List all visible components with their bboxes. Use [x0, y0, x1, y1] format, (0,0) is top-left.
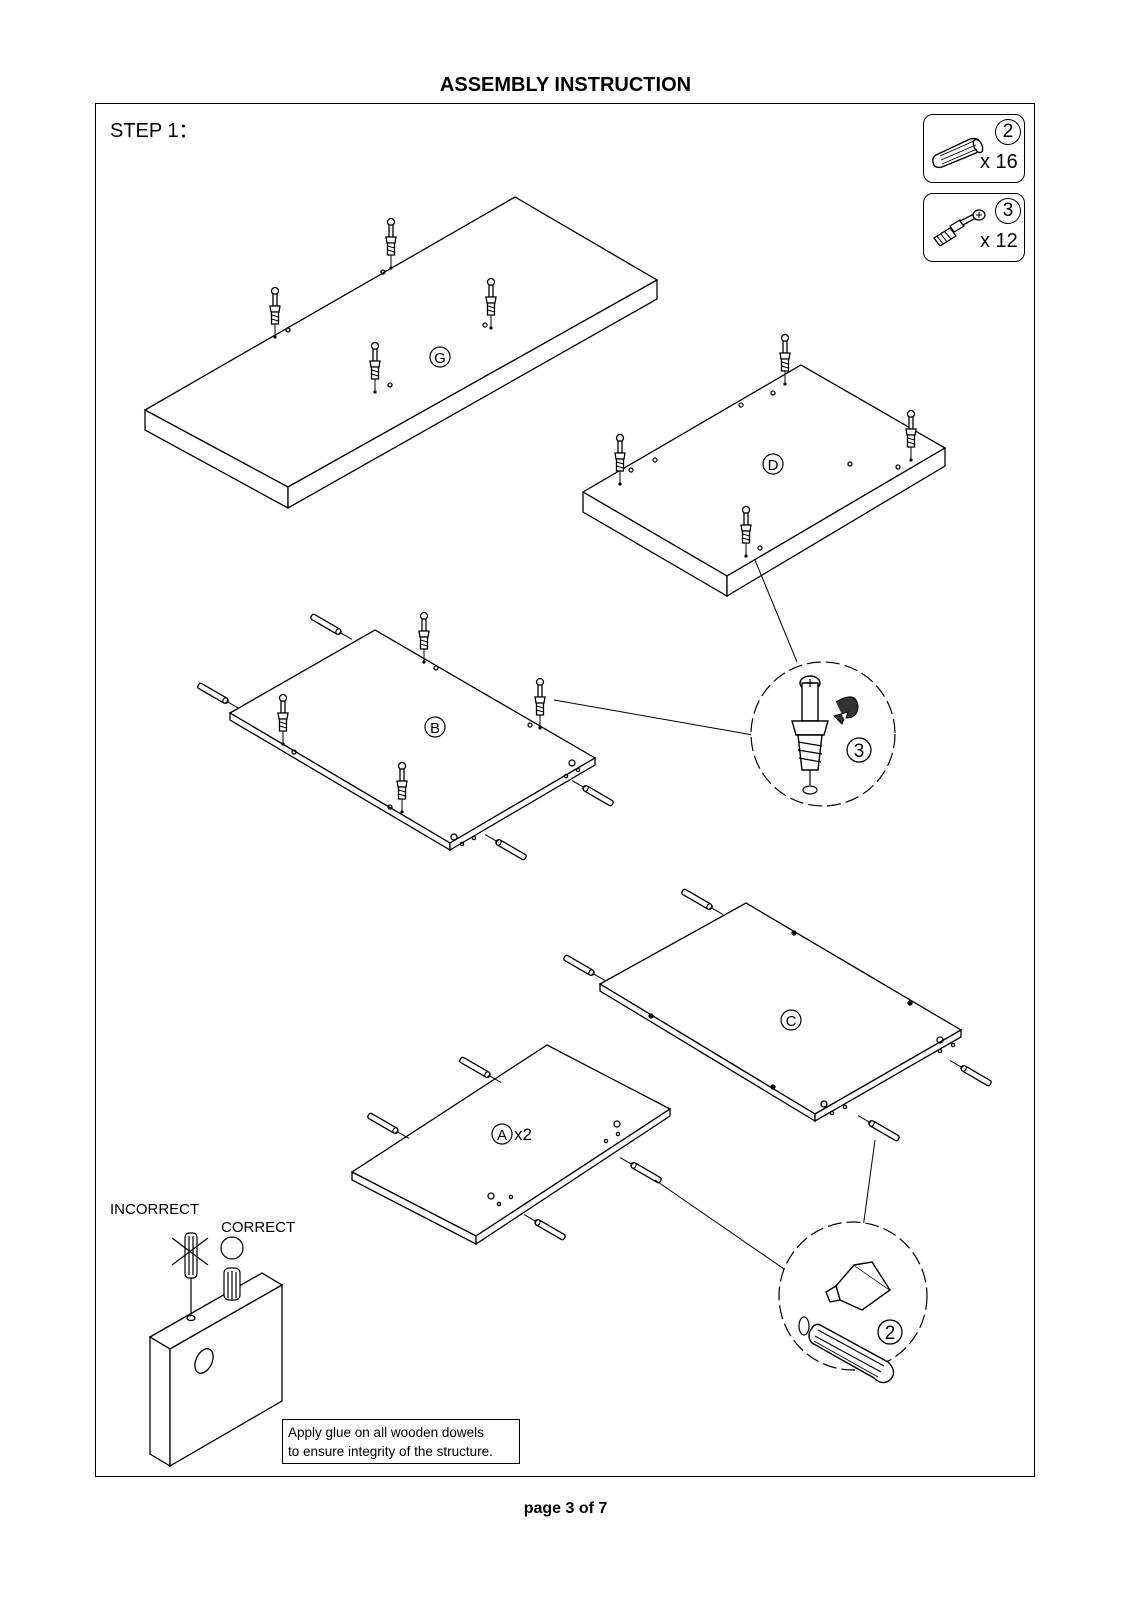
svg-text:A: A	[497, 1127, 507, 1144]
part-2-number: 2	[995, 119, 1021, 145]
svg-text:B: B	[430, 720, 440, 737]
wooden-dowel-icon	[932, 137, 984, 169]
panel-c-label: C	[781, 1010, 801, 1030]
svg-text:D: D	[768, 457, 779, 474]
incorrect-dowel-icon	[172, 1233, 208, 1315]
part-3-quantity: x 12	[980, 230, 1018, 252]
svg-text:C: C	[786, 1013, 797, 1030]
panel-d-label: D	[763, 454, 783, 474]
correct-label: CORRECT	[221, 1219, 296, 1236]
part-3-number: 3	[995, 198, 1021, 224]
panel-g-label: G	[430, 347, 450, 367]
dowel-tip-block	[150, 1273, 282, 1466]
dowel-detail-number: 2	[885, 1323, 896, 1344]
correct-dowel-icon	[221, 1237, 243, 1300]
glue-note-line-2: to ensure integrity of the structure.	[288, 1444, 493, 1459]
panel-a-label: A x2	[492, 1124, 532, 1144]
panel-a	[352, 1045, 670, 1244]
part-2-box: 2 x 16	[923, 114, 1025, 183]
cam-bolt-detail-number: 3	[854, 741, 865, 762]
glue-note-line-1: Apply glue on all wooden dowels	[288, 1425, 484, 1440]
panel-b-label: B	[425, 717, 445, 737]
part-2-quantity: x 16	[980, 151, 1018, 173]
step-frame	[95, 103, 1035, 1477]
page-title: ASSEMBLY INSTRUCTION	[439, 74, 692, 96]
panel-d	[583, 365, 945, 596]
incorrect-label: INCORRECT	[110, 1201, 200, 1218]
svg-text:x2: x2	[514, 1125, 532, 1144]
cam-bolt-detail: 3	[751, 662, 895, 806]
panel-c	[600, 903, 961, 1121]
panel-g	[145, 197, 657, 508]
svg-text:G: G	[434, 350, 446, 367]
page-number: page 3 of 7	[523, 1500, 608, 1517]
panel-b	[230, 630, 595, 850]
cam-bolt-icon	[933, 209, 986, 246]
part-3-box: 3 x 12	[923, 193, 1025, 262]
glue-note-box: Apply glue on all wooden dowels to ensur…	[282, 1419, 520, 1464]
step-label: STEP 1：	[110, 120, 199, 142]
dowel-glue-detail: 2	[779, 1222, 927, 1383]
